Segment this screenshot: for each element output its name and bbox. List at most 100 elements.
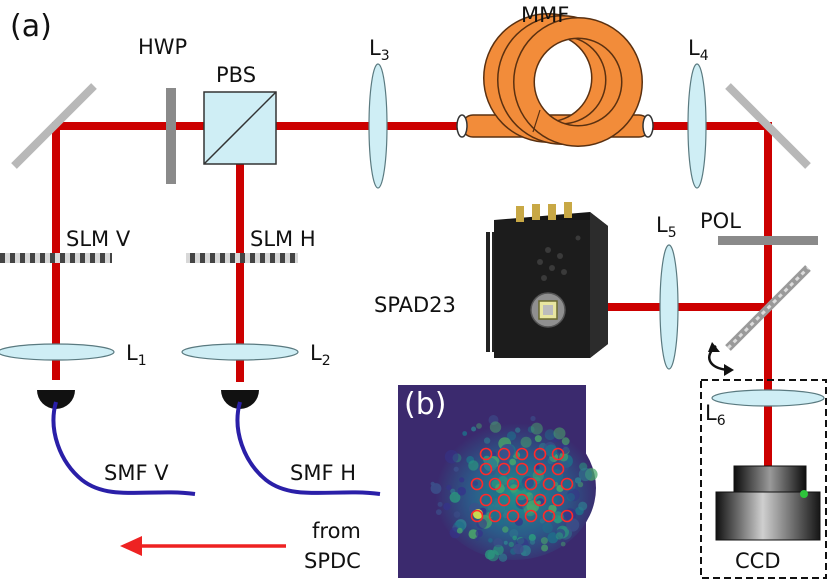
speckle-grain <box>546 499 552 506</box>
spad-pixel-ring <box>497 462 511 476</box>
mirror-icon <box>11 83 97 169</box>
mmf-label: MMF <box>521 3 569 27</box>
speckle-grain <box>530 415 536 422</box>
spad-pixel-ring <box>515 462 529 476</box>
speckle-grain <box>512 535 517 541</box>
spad-pixel-ring <box>551 447 565 461</box>
lens-l4 <box>687 63 707 189</box>
panel-b-label: (b) <box>404 387 446 422</box>
smf-v-label: SMF V <box>104 461 169 485</box>
spad-pixel-ring <box>524 509 538 523</box>
speckle-grain <box>459 477 465 483</box>
rotation-arrow-icon <box>708 342 734 376</box>
ccd-camera <box>715 465 821 541</box>
speckle-grain <box>529 539 536 545</box>
l5-label: L5 <box>656 213 677 241</box>
speckle-grain <box>435 509 442 515</box>
spad-pixel-rings <box>470 447 574 523</box>
spad-pixel-ring <box>506 509 520 523</box>
spad-pixel-ring <box>533 462 547 476</box>
spad-pixel-ring <box>506 477 520 491</box>
speckle-grain <box>502 526 509 533</box>
speckle-grain <box>495 483 505 494</box>
speckle-grain <box>513 543 524 555</box>
spad-pixel-ring <box>533 447 547 461</box>
speckle-grain <box>534 435 542 443</box>
spad-pixel-ring <box>551 462 565 476</box>
spad-pixel-ring <box>533 493 547 507</box>
smf-v-fiber <box>51 401 196 496</box>
speckle-grain <box>437 501 443 507</box>
speckle-grain <box>446 484 452 491</box>
speckle-grain <box>509 529 519 538</box>
speckle-grain <box>487 549 499 562</box>
speckle-grain <box>567 488 580 502</box>
spad-pixel-ring <box>470 477 484 491</box>
flip-mirror <box>725 265 811 351</box>
l4-label: L4 <box>688 36 709 64</box>
panel-a-label: (a) <box>10 9 52 44</box>
speckle-grain <box>483 437 491 444</box>
spad-pixel-ring <box>488 509 502 523</box>
speckle-grain <box>475 529 483 538</box>
speckle-grain <box>462 431 468 436</box>
spdc-label: SPDC <box>304 549 361 573</box>
speckle-grain <box>468 529 479 539</box>
speckle-grain <box>500 444 515 458</box>
l3-label: L3 <box>369 36 390 64</box>
l2-label: L2 <box>310 341 331 369</box>
ccd-enclosure <box>700 379 827 579</box>
speckle-grain <box>453 466 459 472</box>
spad-pixel-ring <box>560 509 574 523</box>
speckle-grain <box>547 532 559 544</box>
hwp-label: HWP <box>138 35 187 59</box>
spad-pixel-ring <box>542 509 556 523</box>
speckle-grain <box>515 427 521 433</box>
lens-l3 <box>368 63 388 189</box>
speckle-grain <box>468 460 479 471</box>
lens-l2 <box>181 343 299 361</box>
slm-v-label: SLM V <box>66 227 131 251</box>
polarizing-beam-splitter <box>203 91 277 165</box>
speckle-grain <box>498 553 508 562</box>
speckle-grain <box>530 422 543 435</box>
speckle-grain <box>540 537 548 545</box>
speckle-grain <box>503 540 508 545</box>
speckle-grain <box>449 492 461 503</box>
ccd-label: CCD <box>735 549 781 573</box>
speckle-grain <box>578 467 593 482</box>
speckle-grain <box>457 486 467 496</box>
speckle-grain <box>574 477 582 484</box>
fiber-coupler-icon <box>221 390 259 409</box>
slm-h <box>186 253 298 263</box>
speckle-grain <box>547 457 554 464</box>
spad-pixel-ring <box>560 477 574 491</box>
speckle-grain <box>494 516 504 526</box>
slm-v <box>0 253 112 263</box>
speckle-grain <box>520 436 532 448</box>
spdc-arrow <box>120 536 286 556</box>
spad-pixel-ring <box>542 477 556 491</box>
mirror-icon <box>725 83 811 169</box>
pol-label: POL <box>700 209 741 233</box>
speckle-image-inset <box>398 385 598 578</box>
speckle-grain <box>493 538 503 548</box>
speckle-grain <box>558 442 570 455</box>
lens-l1 <box>0 343 115 361</box>
spad-pixel-ring <box>551 493 565 507</box>
fiber-coupler-icon <box>37 390 75 409</box>
speckle-grain <box>453 511 461 518</box>
speckle-grain <box>528 534 536 542</box>
speckle-grain <box>488 538 493 543</box>
speckle-grain <box>566 493 575 502</box>
speckle-grain <box>475 536 480 541</box>
speckle-grain <box>555 532 564 540</box>
lens-l5 <box>659 244 679 370</box>
speckle-grain <box>456 527 463 534</box>
spad23-camera <box>486 202 608 358</box>
speckle-grain <box>578 501 588 511</box>
spad-pixel-ring <box>479 462 493 476</box>
speckle-grain <box>535 465 540 470</box>
